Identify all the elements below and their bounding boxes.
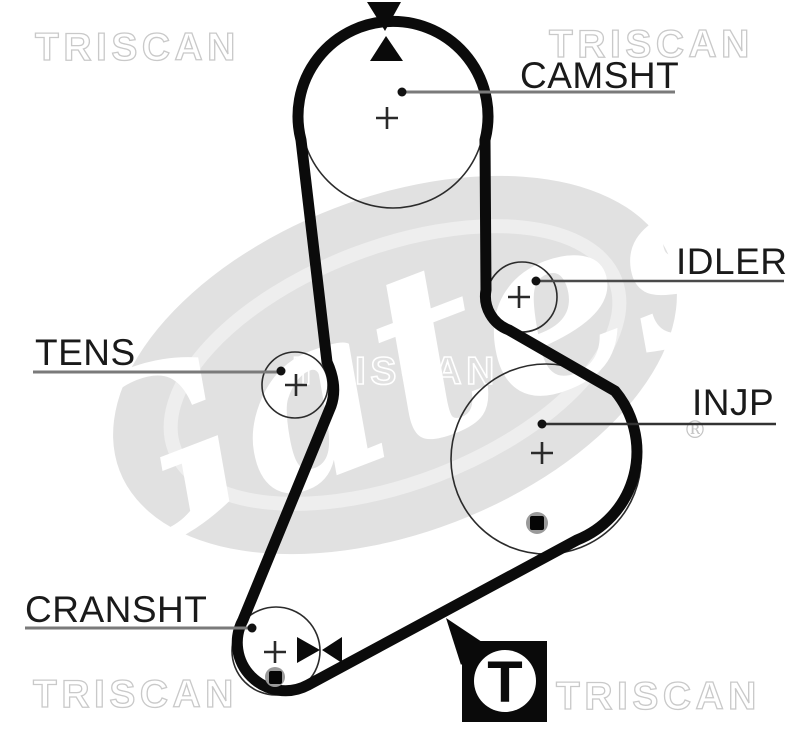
injection-pump-bolt-marker xyxy=(526,512,548,534)
crankshaft-label: CRANSHT xyxy=(25,589,207,630)
camshaft-leader-dot xyxy=(397,87,407,97)
direction-arrow-crankshaft-icon xyxy=(297,637,342,663)
arrow-down-icon xyxy=(367,2,401,31)
direction-arrow-camshaft-icon xyxy=(367,2,403,61)
timing-badge: T xyxy=(446,618,547,722)
camshaft-label: CAMSHT xyxy=(520,55,679,96)
timing-belt-path xyxy=(231,15,643,697)
crankshaft-center-mark xyxy=(264,641,286,663)
idler-leader-dot xyxy=(531,276,541,286)
arrow-right-icon xyxy=(297,637,320,663)
badge-circle xyxy=(474,650,536,712)
camshaft-center-mark xyxy=(376,107,398,129)
tensioner-label: TENS xyxy=(35,332,136,373)
bolt-square xyxy=(269,671,282,684)
injection-pump-center-mark xyxy=(531,442,553,464)
injection-pump-label: INJP xyxy=(692,382,774,423)
injection-pump-leader-dot xyxy=(537,419,547,429)
tensioner-center-mark xyxy=(285,374,307,396)
arrow-up-icon xyxy=(370,36,403,61)
triscan-watermark-bottom-right: TRISCAN xyxy=(556,675,761,718)
tensioner-leader-dot xyxy=(276,366,286,376)
bolt-square xyxy=(530,516,544,530)
triscan-watermark-top-right: TRISCAN xyxy=(549,23,754,66)
triscan-watermark-bottom-left: TRISCAN xyxy=(33,673,238,716)
badge-letter: T xyxy=(487,650,522,715)
idler-center-mark xyxy=(508,286,530,308)
crankshaft-leader-dot xyxy=(247,623,257,633)
registered-trademark-icon: ® xyxy=(683,416,707,444)
gates-logo-oval xyxy=(113,175,677,555)
crankshaft-bolt-marker xyxy=(265,667,285,687)
triscan-watermark-top-left: TRISCAN xyxy=(35,26,240,69)
arrow-left-icon xyxy=(322,637,342,663)
idler-label: IDLER xyxy=(676,241,787,282)
